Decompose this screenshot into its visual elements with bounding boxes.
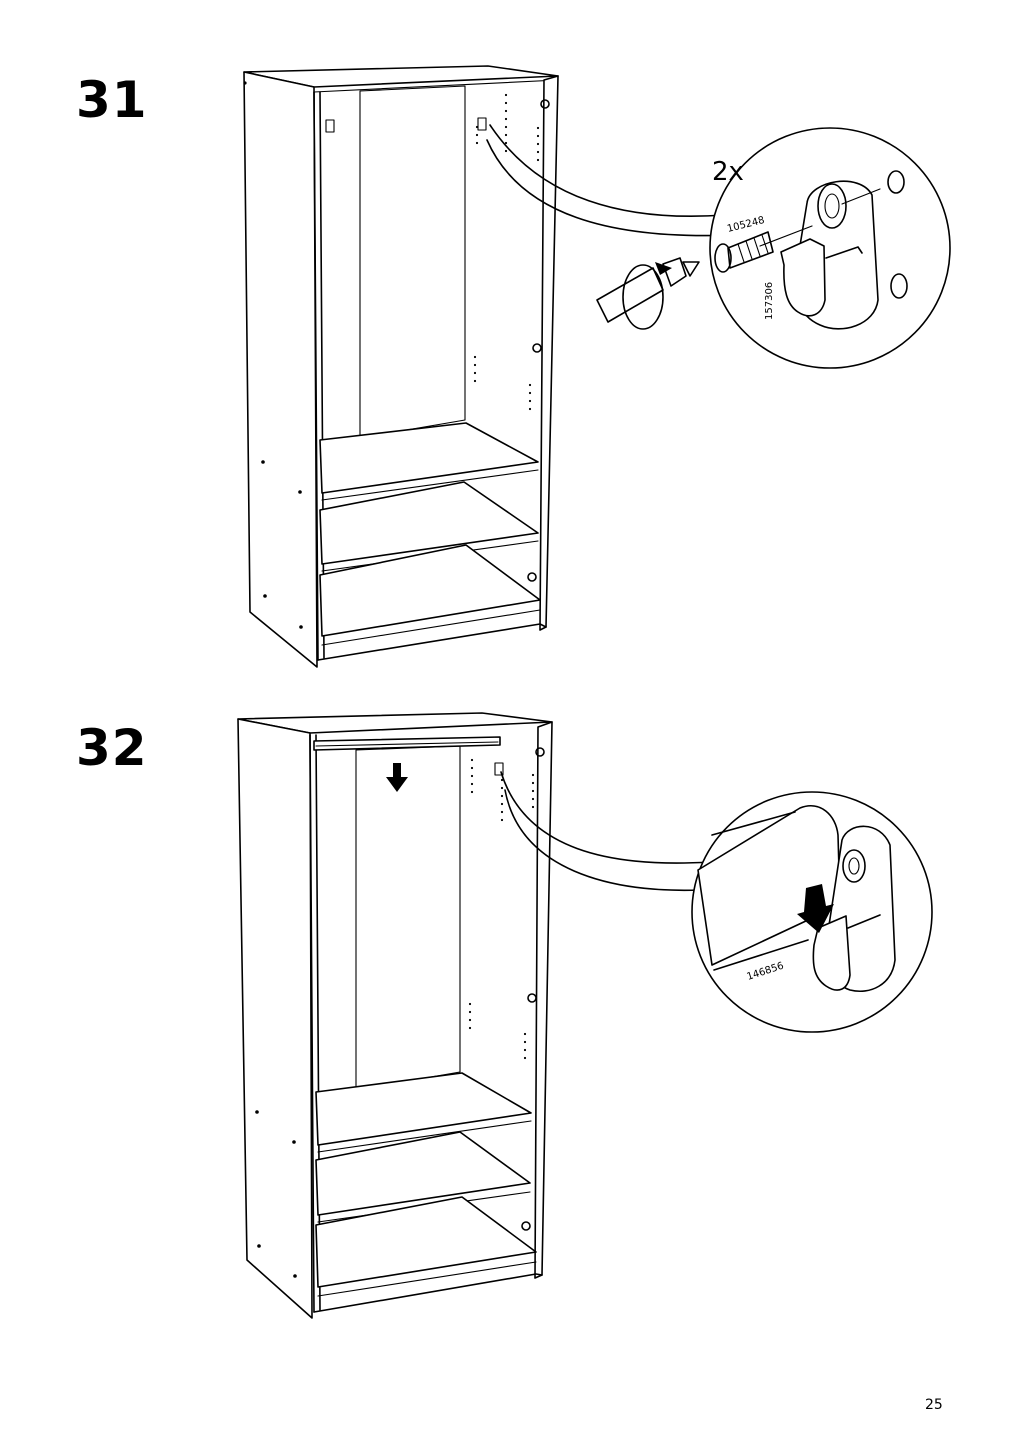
- clothes-rail-icon: [313, 736, 501, 751]
- step-31-number: 31: [76, 71, 148, 129]
- step-31-detail-circle: 2x 105248 157306: [709, 127, 951, 369]
- screwdriver-icon: [596, 257, 700, 330]
- step-32-number: 32: [76, 719, 148, 777]
- step-32-wardrobe-frame: [237, 712, 553, 1319]
- rail-bracket-icon: [780, 180, 879, 330]
- down-arrow-icon: [386, 763, 408, 792]
- page-number: 25: [925, 1397, 943, 1413]
- quantity-label: 2x: [712, 157, 744, 187]
- step-31-callout-line: [486, 139, 736, 237]
- bracket-part-number: 157306: [764, 282, 775, 320]
- step-32-callout-line: [504, 789, 701, 892]
- step-32-detail-circle: 146856: [691, 791, 933, 1033]
- step-31-wardrobe-frame: [243, 65, 559, 668]
- rail-down-arrow-icon: [797, 884, 834, 933]
- screw-icon: [714, 231, 774, 273]
